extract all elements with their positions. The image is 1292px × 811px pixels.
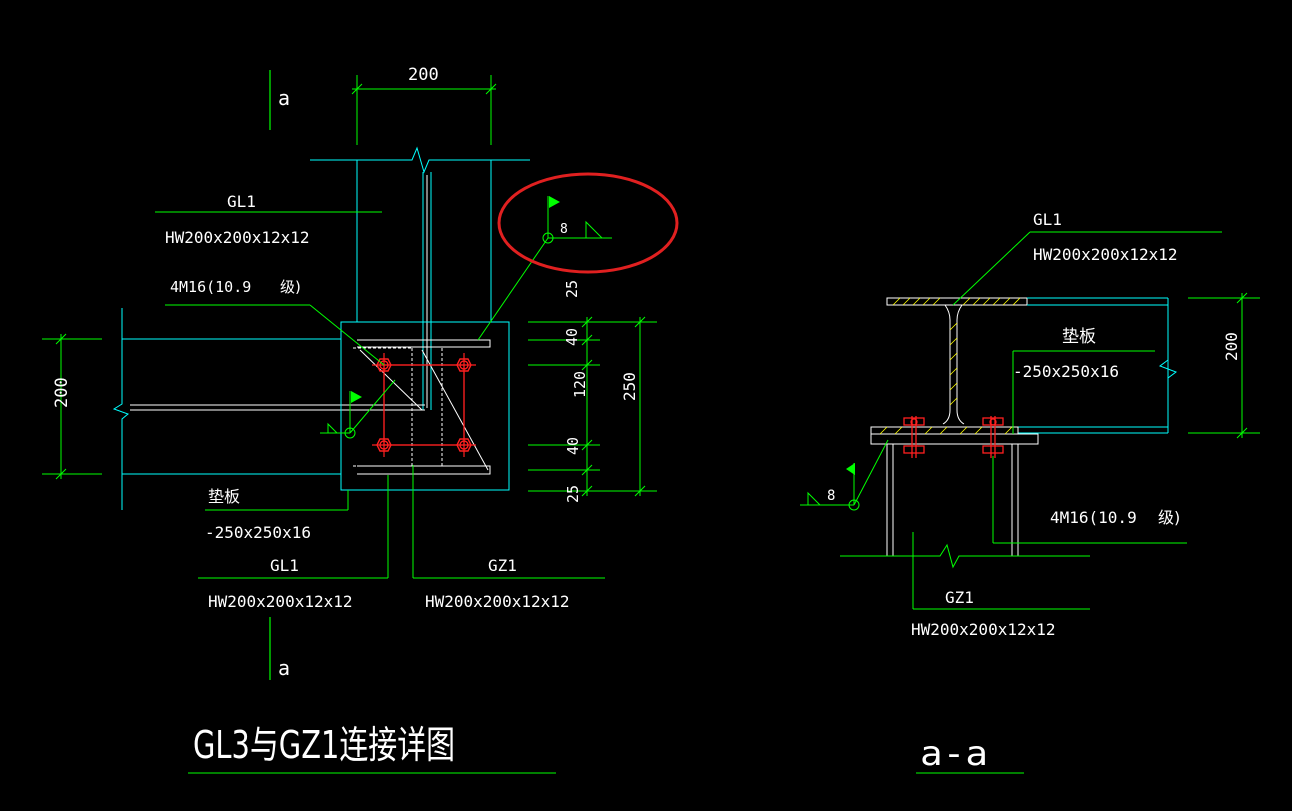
section-flange-hatch (892, 297, 1021, 306)
plan-bolt-label-2: 级) (280, 278, 301, 296)
section-mark-top-label: a (278, 86, 290, 110)
plan-view: a a 200 200 (42, 65, 679, 774)
plan-pad-name: 垫板 (208, 487, 240, 506)
highlight-circle (497, 172, 679, 274)
section-leader-bolt (992, 456, 1187, 544)
plan-bolt-label-1: 4M16(10.9 (170, 278, 251, 296)
section-dimension-right (1188, 292, 1260, 439)
section-gz1-name: GZ1 (945, 588, 974, 607)
dim-right-40-top: 40 (563, 328, 581, 346)
section-gz1-spec: HW200x200x12x12 (911, 620, 1056, 639)
section-weld-flag-icon (846, 463, 855, 475)
section-pad-spec: -250x250x16 (1013, 362, 1119, 381)
dimension-left (42, 333, 102, 480)
leader-gl1-lower (198, 475, 389, 579)
section-break-line (840, 543, 1090, 569)
gl1-lower-name: GL1 (270, 556, 299, 575)
section-title: a-a (920, 734, 988, 774)
section-mark-bottom-label: a (278, 656, 290, 680)
dim-right-25-bottom: 25 (564, 485, 582, 503)
section-view: GL1 HW200x200x12x12 垫板 -250x250x16 200 8 (800, 210, 1260, 774)
gl1-beam (112, 308, 341, 510)
weld-flag-icon-lower (351, 391, 362, 403)
dim-right-total: 250 (620, 372, 639, 401)
section-gl1-name: GL1 (1033, 210, 1062, 229)
leader-pad (205, 490, 349, 511)
dim-right-40-bottom: 40 (564, 437, 582, 455)
dimension-top-value: 200 (408, 65, 439, 85)
weld-size-upper: 8 (560, 222, 568, 237)
gz1-column (310, 146, 530, 410)
section-bolt-icon (903, 416, 1004, 458)
section-gl1-spec: HW200x200x12x12 (1033, 245, 1178, 264)
section-bolt-label-2: 级) (1158, 508, 1180, 527)
section-weld-symbol (800, 439, 889, 511)
gl1-web (130, 404, 425, 411)
section-web-hatch (949, 322, 958, 406)
section-leader-gl1 (952, 231, 1222, 306)
bolt-icon (376, 358, 472, 452)
pad-plate-hidden (353, 347, 443, 467)
leader-gz1 (412, 465, 605, 579)
section-weld-size: 8 (827, 488, 835, 504)
dim-right-25-top: 25 (563, 280, 581, 298)
plan-pad-spec: -250x250x16 (205, 523, 311, 542)
section-gl1-flange (886, 297, 1178, 434)
section-leader-gz1 (912, 532, 1090, 610)
dim-right-120: 120 (571, 371, 589, 398)
section-leader-pad (1012, 350, 1155, 434)
section-bolt-label-1: 4M16(10.9 (1050, 508, 1137, 527)
section-gz1-column (886, 444, 1019, 556)
dimension-right (528, 316, 657, 497)
pad-plate (340, 321, 510, 491)
gz1-spec: HW200x200x12x12 (425, 592, 570, 611)
gl1-upper-name: GL1 (227, 192, 256, 211)
plan-title: GL3与GZ1连接详图 (193, 723, 455, 767)
weld-symbol-lower (320, 379, 396, 439)
section-pad-hatch (879, 426, 1013, 435)
dimension-top (351, 75, 497, 145)
dimension-left-value: 200 (52, 377, 72, 408)
section-dim-right-value: 200 (1222, 332, 1241, 361)
gl1-upper-spec: HW200x200x12x12 (165, 228, 310, 247)
gl1-lower-spec: HW200x200x12x12 (208, 592, 353, 611)
leader-bolt (165, 304, 385, 366)
gz1-name: GZ1 (488, 556, 517, 575)
weld-symbol-upper (477, 196, 612, 341)
section-pad-name: 垫板 (1062, 327, 1096, 347)
section-gl1-web (942, 304, 965, 425)
weld-flag-icon (549, 196, 560, 208)
section-pad-plate (870, 426, 1039, 445)
